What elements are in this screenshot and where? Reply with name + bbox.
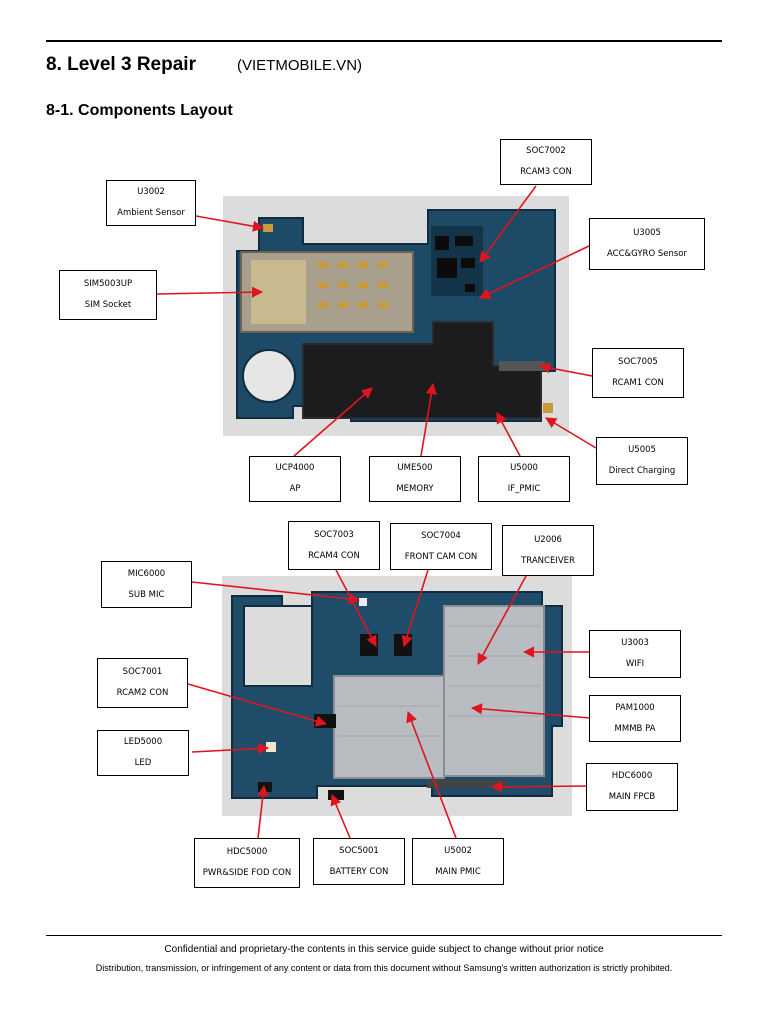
arrow-soc7003 [335, 569, 377, 647]
arrow-mic6000 [191, 581, 361, 605]
section-title: 8-1. Components Layout [46, 102, 233, 119]
page-title: 8. Level 3 Repair [46, 54, 196, 75]
arrow-soc7004 [401, 569, 429, 648]
arrow-pam1000 [470, 703, 591, 719]
arrow-u2006 [477, 575, 527, 665]
board-photo-bottom [222, 576, 572, 816]
arrow-soc7002 [479, 185, 537, 263]
board-photo-top [223, 196, 569, 436]
arrow-hdc6000 [490, 781, 589, 793]
arrow-u5005 [545, 417, 597, 449]
arrow-sim5003 [156, 286, 264, 298]
arrow-u5000 [496, 412, 521, 457]
arrow-ucp4000 [293, 387, 373, 457]
footer-notice: Confidential and proprietary-the content… [164, 944, 604, 955]
arrow-soc5001 [330, 793, 351, 839]
arrow-led5000 [191, 742, 270, 755]
arrow-hdc5000 [257, 784, 269, 839]
arrow-u3005 [478, 245, 590, 299]
footer-rule [46, 935, 722, 936]
arrow-soc7001 [187, 683, 328, 727]
footer-legal: Distribution, transmission, or infringem… [95, 963, 673, 973]
site-label: (VIETMOBILE.VN) [237, 57, 363, 74]
header-rule [46, 40, 722, 42]
arrow-u5002 [406, 710, 457, 839]
arrow-u3002 [195, 215, 265, 232]
arrow-soc7005 [538, 362, 593, 377]
arrow-ume500 [420, 382, 437, 457]
